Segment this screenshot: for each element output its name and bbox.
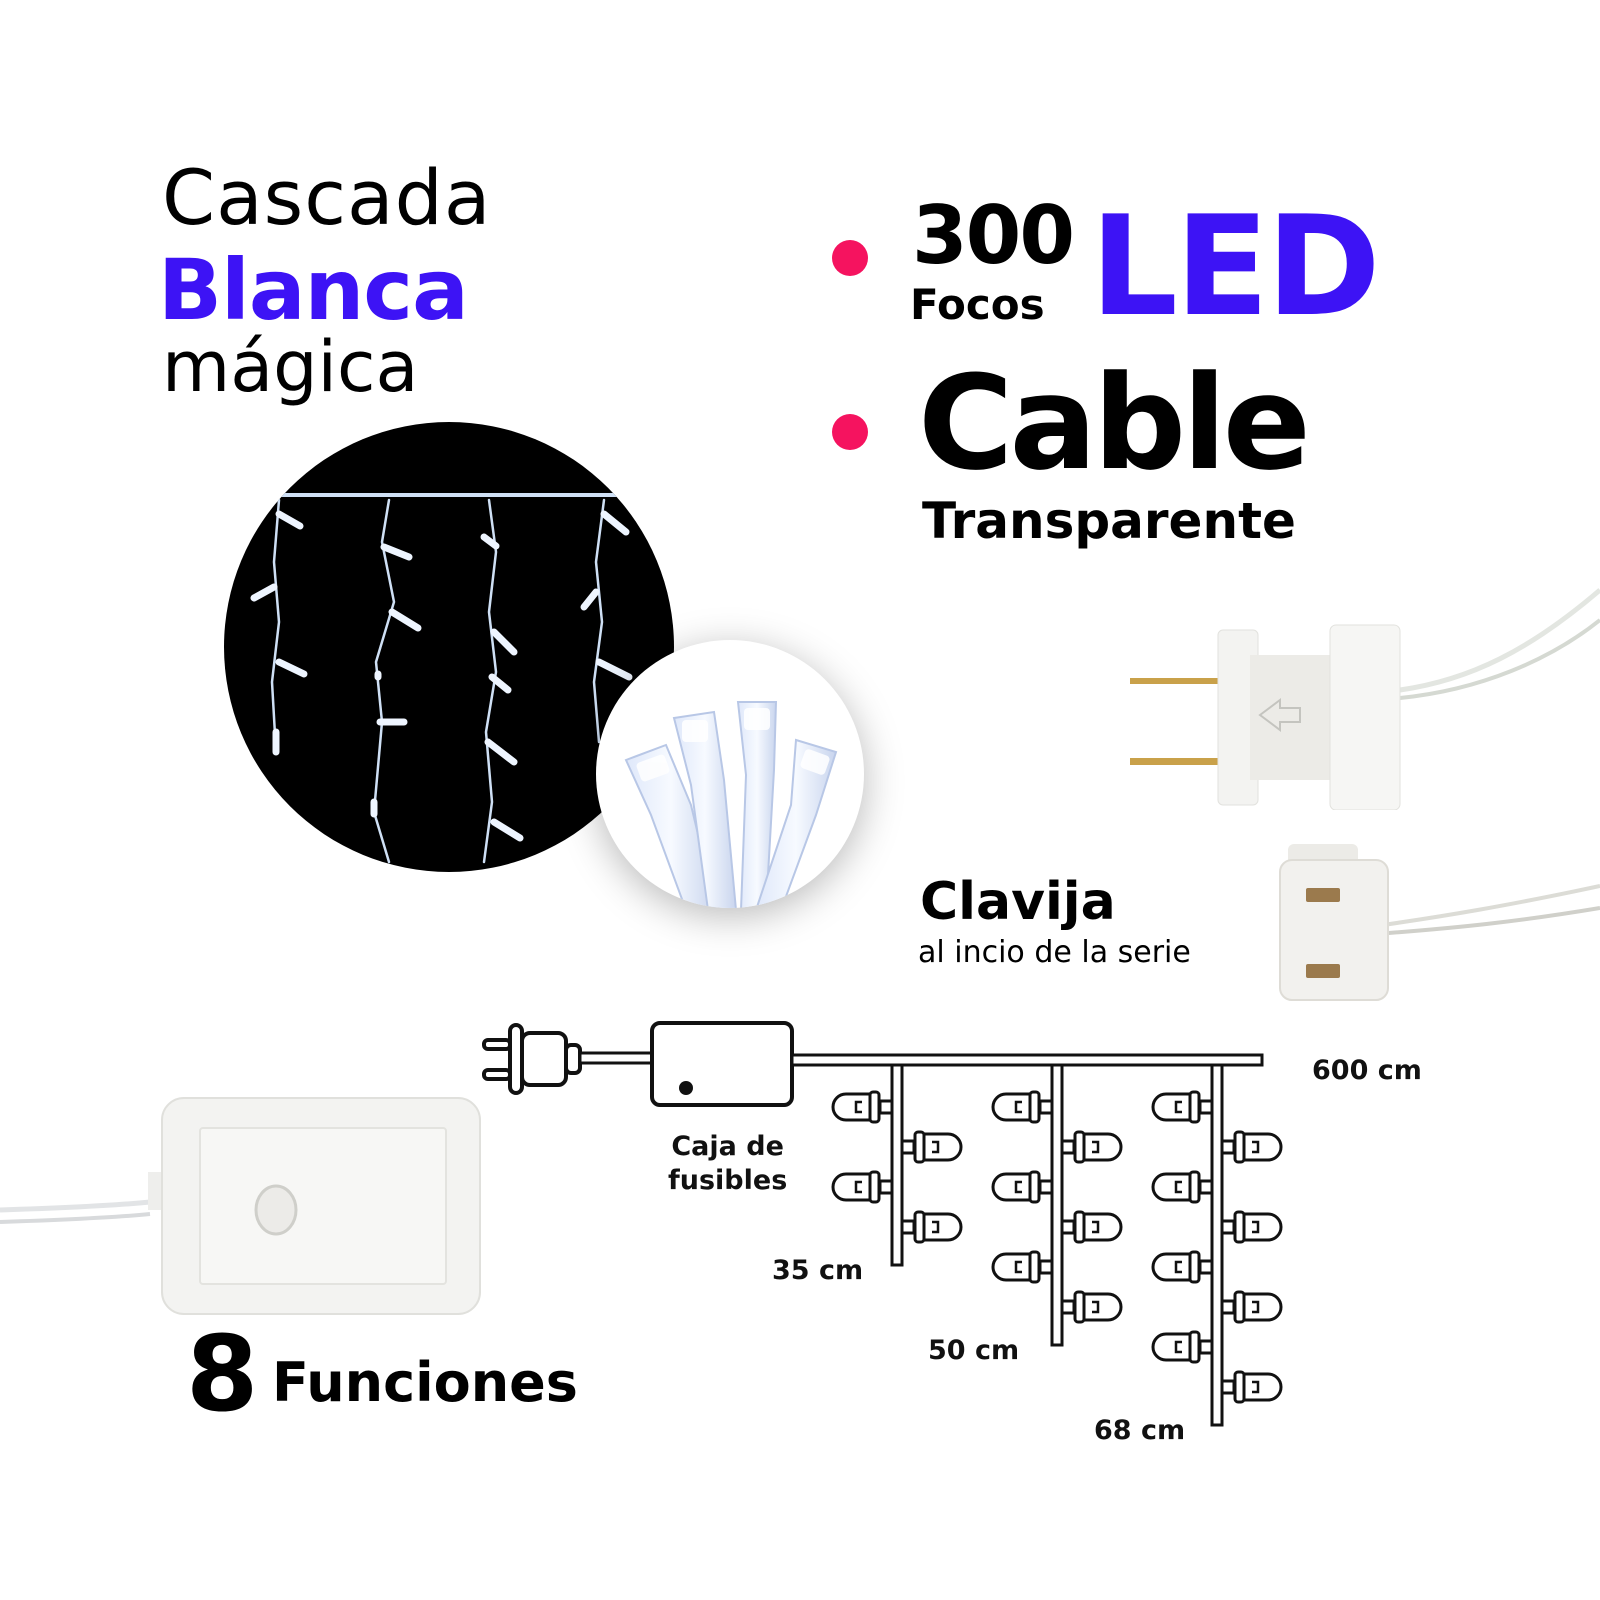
plug-icon — [1120, 588, 1600, 811]
male-plug-photo — [1120, 580, 1600, 811]
wiring-diagram — [480, 1020, 1300, 1440]
title-blanca: Blanca — [158, 241, 469, 339]
cable-label: Cable — [918, 347, 1311, 499]
plug-icon — [482, 1023, 582, 1095]
icicle-lights-photo — [224, 422, 674, 872]
fuse-box-label: Caja de fusibles — [668, 1130, 787, 1198]
female-connector-photo — [1176, 836, 1600, 1006]
socket-icon — [1279, 844, 1600, 1001]
title-cascada: Cascada — [162, 153, 492, 242]
funciones-label: Funciones — [272, 1351, 578, 1414]
drop-length-35: 35 cm — [772, 1255, 864, 1286]
clavija-subtitle: al incio de la serie — [918, 935, 1191, 970]
controller-icon — [0, 1097, 481, 1315]
controller-box-photo — [0, 1090, 490, 1340]
led-count: 300 — [912, 189, 1075, 282]
bullet-icon — [832, 240, 868, 276]
fuse-box-label-line2: fusibles — [668, 1164, 788, 1196]
led-bulb-icon — [624, 701, 838, 908]
drop-length-50: 50 cm — [928, 1335, 1020, 1366]
icicle-lights-icon — [250, 493, 633, 864]
wiring-diagram-icon — [482, 1021, 1283, 1427]
drop-length-68: 68 cm — [1094, 1415, 1186, 1446]
led-label: LED — [1090, 186, 1381, 347]
transparente-label: Transparente — [922, 492, 1296, 550]
fuse-box-icon — [650, 1021, 794, 1107]
clavija-title: Clavija — [920, 872, 1116, 932]
total-length-label: 600 cm — [1312, 1055, 1422, 1086]
fuse-box-label-line1: Caja de — [671, 1131, 784, 1162]
funciones-count: 8 — [186, 1313, 259, 1435]
title-magica: mágica — [162, 326, 419, 408]
bullet-icon — [832, 414, 868, 450]
focos-label: Focos — [910, 280, 1045, 329]
led-bulbs-closeup — [596, 640, 864, 908]
